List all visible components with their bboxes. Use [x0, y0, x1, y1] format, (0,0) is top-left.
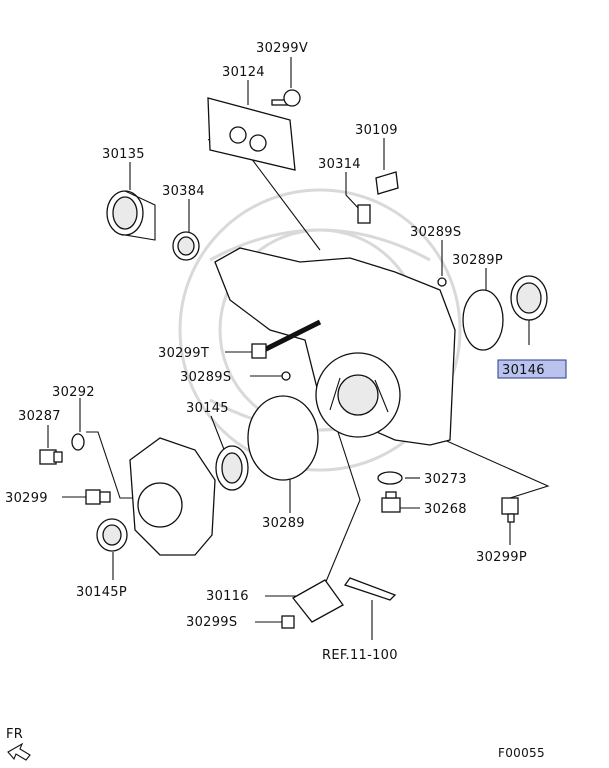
label-30299[interactable]: 30299	[5, 491, 48, 506]
label-30299t[interactable]: 30299T	[158, 346, 209, 361]
bolt-30299	[85, 489, 111, 505]
transfer-case-housing	[214, 247, 456, 446]
highlight-30146	[497, 359, 567, 379]
label-30124[interactable]: 30124	[222, 65, 265, 80]
bearing-block	[207, 97, 296, 171]
cover-plate-30116	[292, 579, 344, 623]
part-labels: 30299V 30124 30109 30135 30314 30384 302…	[5, 41, 545, 663]
label-30384[interactable]: 30384	[162, 184, 205, 199]
plug-30268	[381, 491, 401, 513]
figure-code: F00055	[498, 746, 545, 760]
label-30116[interactable]: 30116	[206, 589, 249, 604]
leader-lines	[47, 57, 550, 640]
label-30135[interactable]: 30135	[102, 147, 145, 162]
oring-30289s-top	[437, 277, 447, 287]
washer-30292	[71, 433, 85, 451]
label-30299s-bot[interactable]: 30299S	[186, 615, 237, 630]
tube-ref	[343, 577, 397, 601]
rear-cover	[129, 437, 216, 556]
seal-30145	[215, 445, 249, 491]
seal-30146	[510, 275, 548, 321]
label-30145[interactable]: 30145	[186, 401, 229, 416]
label-30109[interactable]: 30109	[355, 123, 398, 138]
label-30299v[interactable]: 30299V	[256, 41, 308, 56]
seal-30384	[172, 231, 200, 261]
label-30268[interactable]: 30268	[424, 502, 467, 517]
label-30314[interactable]: 30314	[318, 157, 361, 172]
bolt-30299t	[251, 319, 322, 359]
label-30292[interactable]: 30292	[52, 385, 95, 400]
label-30289s-top[interactable]: 30289S	[410, 225, 461, 240]
front-direction-marker: FR	[6, 727, 31, 761]
label-30289[interactable]: 30289	[262, 516, 305, 531]
label-30145p[interactable]: 30145P	[76, 585, 127, 600]
label-30299p[interactable]: 30299P	[476, 550, 527, 565]
switch-30314	[357, 204, 371, 224]
seal-30135	[106, 190, 156, 241]
bolt-30299v	[271, 89, 301, 107]
bolt-30299s	[281, 615, 295, 629]
label-30146[interactable]: 30146	[502, 363, 545, 378]
gasket-30273	[377, 471, 403, 485]
oring-30289p	[462, 289, 504, 351]
shift-cap-30109	[375, 171, 399, 195]
oring-30289s-mid	[281, 371, 291, 381]
seal-30145p	[96, 518, 128, 552]
front-arrow-icon	[7, 742, 31, 761]
label-30287[interactable]: 30287	[18, 409, 61, 424]
label-30289p[interactable]: 30289P	[452, 253, 503, 268]
label-ref-11-100[interactable]: REF.11-100	[322, 648, 398, 663]
label-30289s-mid[interactable]: 30289S	[180, 370, 231, 385]
label-30273[interactable]: 30273	[424, 472, 467, 487]
oring-30289	[247, 395, 319, 481]
bolt-30299p	[501, 497, 519, 523]
front-marker-label: FR	[6, 727, 23, 742]
bolt-30287	[39, 449, 63, 465]
